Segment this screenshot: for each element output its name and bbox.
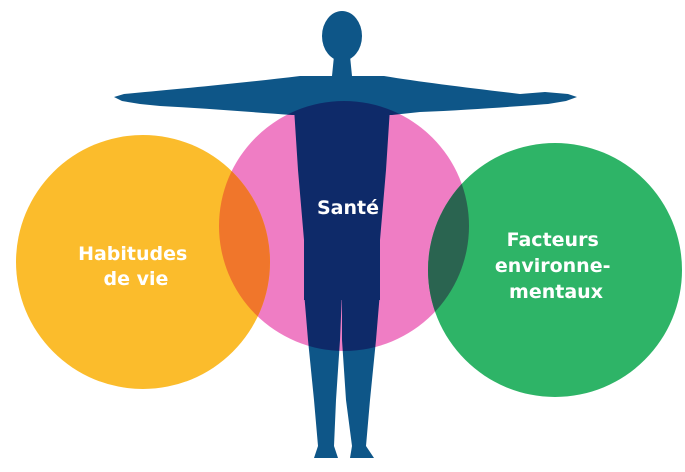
label-facteurs-environnementaux: Facteurs environne- mentaux [495, 229, 617, 303]
label-sante: Santé [317, 197, 379, 219]
circle-habitudes-de-vie [16, 135, 270, 389]
circle-facteurs-environnementaux [428, 143, 682, 397]
label-habitudes-de-vie: Habitudes de vie [78, 243, 194, 290]
circle-sante [219, 101, 469, 351]
